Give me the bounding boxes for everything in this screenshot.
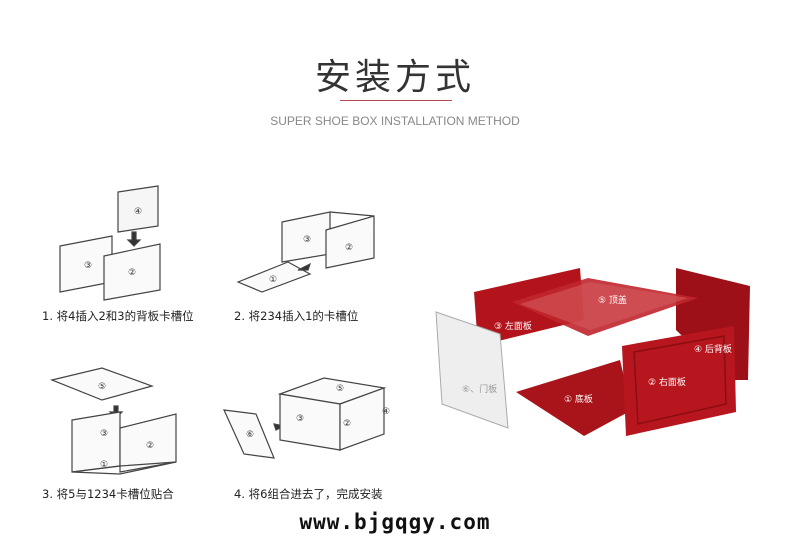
part-label: ④ [134,207,142,217]
part-label: ① [269,275,277,285]
part-label: ③ [100,429,108,439]
step-1-diagram: ④ ③ ② [59,185,161,301]
title-divider [340,100,452,101]
door-panel-label: ⑥、门板 [462,383,497,395]
step-2-caption: 2. 将234插入1的卡槽位 [234,309,359,323]
left-panel-label: ③ 左面板 [494,320,532,332]
step-4-caption: 4. 将6组合进去了，完成安装 [234,487,383,501]
bottom-panel [516,360,632,436]
part-label: ② [343,419,351,429]
part-label: ③ [296,414,304,424]
step-3-caption: 3. 将5与1234卡槽位贴合 [42,487,174,501]
top-panel-label: ⑤ 顶盖 [598,294,627,306]
bottom-panel-label: ① 底板 [564,393,593,405]
step-2-diagram: ③ ② ① [236,211,375,293]
page-subtitle: SUPER SHOE BOX INSTALLATION METHOD [270,114,520,128]
part-label: ② [146,441,154,451]
part-label: ⑤ [98,382,106,392]
door-panel [435,311,509,429]
part-label: ① [100,460,108,470]
part-label: ⑥ [246,430,254,440]
step-1-caption: 1. 将4插入2和3的背板卡槽位 [42,309,194,323]
part-label: ③ [303,235,311,245]
part-label: ③ [84,261,92,271]
part-label: ② [128,268,136,278]
right-panel-label: ② 右面板 [648,376,686,388]
page-title: 安装方式 [314,57,475,98]
part-label: ② [345,243,353,253]
exploded-view [435,268,750,436]
back-panel-label: ④ 后背板 [694,343,732,355]
part-label: ⑤ [336,384,344,394]
step-3-diagram: ⑤ ③ ② ① [50,367,177,475]
part-label: ④ [382,407,390,417]
website-watermark: www.bjgqgy.com [299,510,491,534]
step-4-diagram: ⑥ ⑤ ③ ② ④ [223,377,390,459]
